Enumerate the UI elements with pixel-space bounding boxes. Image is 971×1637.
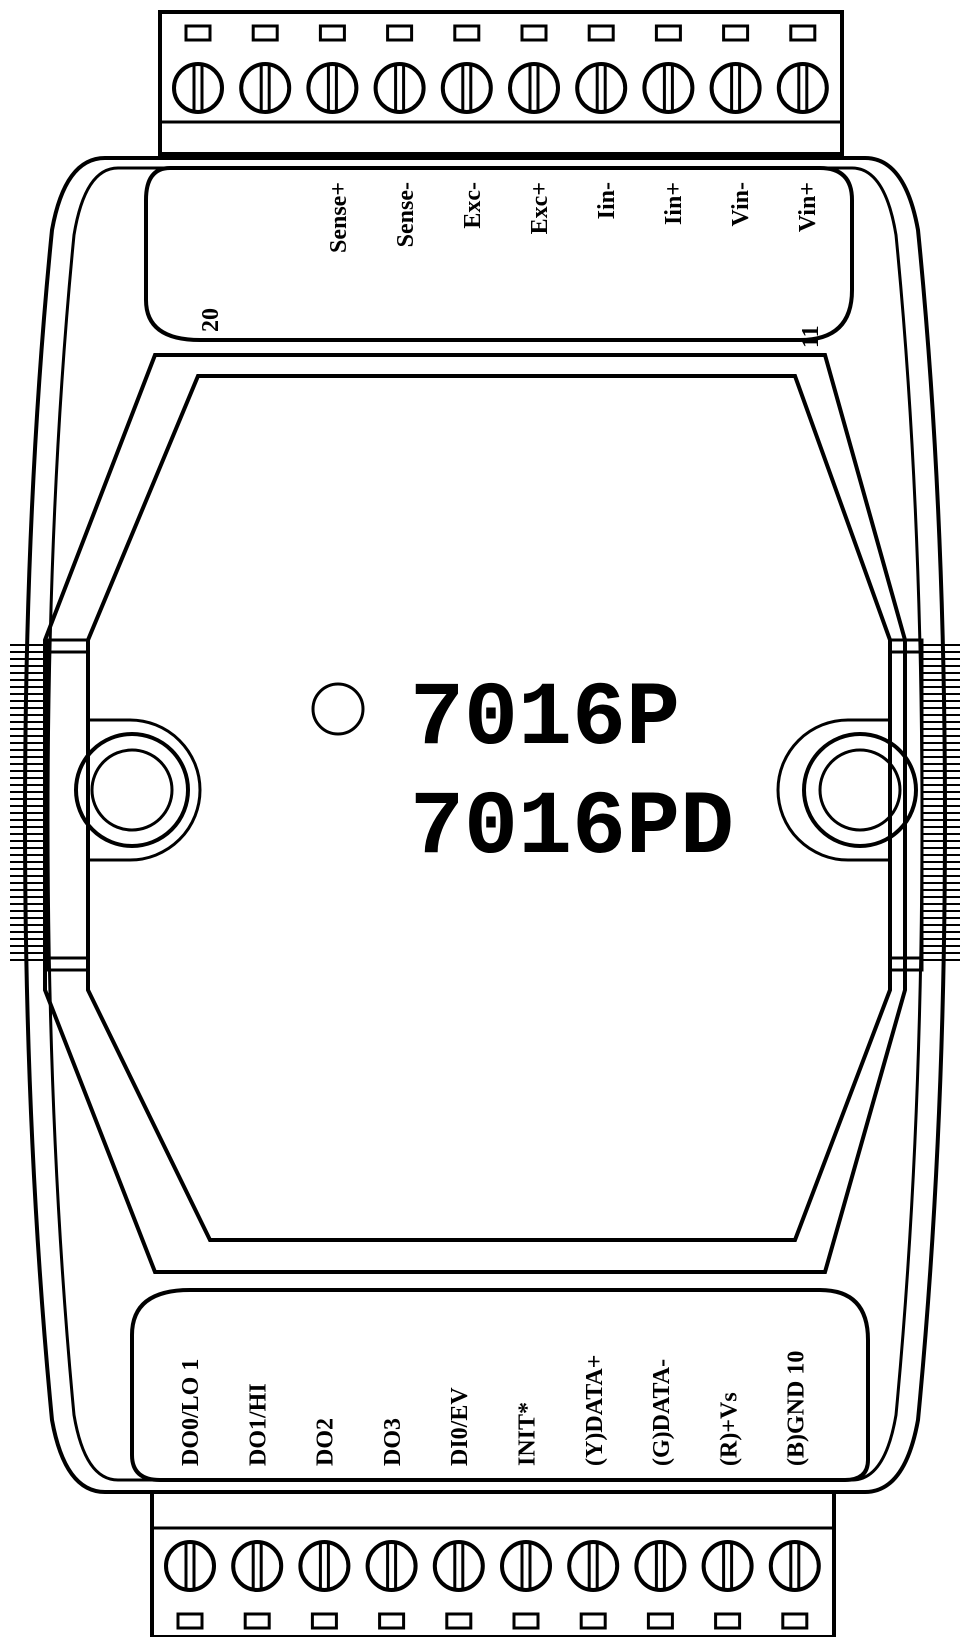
top-terminal-pin-indicator bbox=[789, 24, 817, 42]
left-mount-hole bbox=[90, 748, 174, 832]
top-last-pin-number: 11 bbox=[798, 325, 824, 348]
bottom-pin-labels: DO0/LO 1 DO1/HI DO2 DO3 DI0/EV INIT* (Y)DATA+ (… bbox=[178, 1351, 810, 1466]
right-mount-hole bbox=[818, 748, 902, 832]
top-terminal-screw-icon bbox=[709, 62, 762, 114]
bottom-terminal-screw-icon bbox=[768, 1540, 821, 1592]
top-terminal-screw-icon bbox=[239, 62, 292, 114]
bottom-pin-label: DO1/HI bbox=[245, 1383, 271, 1466]
bottom-terminal-screw-icon bbox=[231, 1540, 284, 1592]
bottom-label-plate bbox=[130, 1288, 870, 1482]
bottom-terminal-pin-indicator bbox=[310, 1612, 338, 1630]
bottom-terminal-pin-indicator bbox=[243, 1612, 271, 1630]
top-pin-label: Iin+ bbox=[661, 182, 687, 225]
right-mounting-hole bbox=[776, 718, 918, 862]
top-terminal-screw-icon bbox=[575, 62, 628, 114]
top-terminal-pin-indicator bbox=[386, 24, 414, 42]
top-terminal-screw-icon bbox=[373, 62, 426, 114]
top-pin-label: Vin+ bbox=[795, 182, 821, 232]
top-terminal-screw-icon bbox=[508, 62, 560, 114]
bottom-pin-label: (G)DATA- bbox=[649, 1359, 675, 1466]
bottom-pin-label: DO0/LO 1 bbox=[178, 1359, 204, 1466]
housing-outer bbox=[22, 156, 948, 1494]
left-mounting-hole bbox=[74, 718, 202, 862]
top-terminal-housing bbox=[158, 10, 844, 156]
bottom-terminal-screw-icon bbox=[432, 1540, 485, 1592]
model-name-secondary: 7016PD bbox=[410, 778, 734, 880]
bottom-terminal-pin-indicator bbox=[646, 1612, 674, 1630]
top-terminal-screw-icon bbox=[440, 62, 493, 114]
left-mount-ring bbox=[74, 732, 190, 848]
right-mount-boss bbox=[776, 718, 890, 862]
bottom-pin-label: (R)+Vs bbox=[716, 1392, 742, 1466]
top-terminal-pin-indicator bbox=[722, 24, 750, 42]
model-name-primary: 7016P bbox=[410, 669, 680, 771]
left-grip-ribs bbox=[10, 644, 48, 961]
bottom-terminal-pin-indicator bbox=[579, 1612, 607, 1630]
top-first-pin-number: 20 bbox=[198, 308, 224, 332]
bottom-terminal-screw-icon bbox=[500, 1540, 552, 1592]
bottom-terminal-pin-indicator bbox=[512, 1612, 540, 1630]
top-terminal-screw-icon bbox=[642, 62, 695, 114]
top-terminal-pin-indicator bbox=[184, 24, 212, 42]
top-screw-row bbox=[172, 24, 829, 114]
bottom-terminal-screw-icon bbox=[298, 1540, 351, 1592]
bottom-pin-label: INIT* bbox=[515, 1402, 541, 1466]
bottom-terminal-pin-indicator bbox=[445, 1612, 473, 1630]
bottom-terminal-pin-indicator bbox=[781, 1612, 809, 1630]
top-terminal-screw-icon bbox=[306, 62, 359, 114]
right-grip-ribs bbox=[922, 644, 960, 961]
bottom-terminal-screw-icon bbox=[567, 1540, 620, 1592]
left-rail bbox=[46, 638, 90, 972]
bottom-terminal-housing bbox=[150, 1490, 836, 1637]
top-terminal-pin-indicator bbox=[520, 24, 548, 42]
top-terminal-block bbox=[158, 10, 844, 156]
bottom-terminal-screw-icon bbox=[365, 1540, 418, 1592]
bottom-terminal-pin-indicator bbox=[176, 1612, 204, 1630]
top-label-plate bbox=[144, 166, 854, 342]
top-terminal-pin-indicator bbox=[654, 24, 682, 42]
status-led bbox=[311, 682, 365, 736]
bottom-pin-label: DO2 bbox=[313, 1418, 339, 1466]
right-mount-ring bbox=[802, 732, 918, 848]
bottom-pin-label: (Y)DATA+ bbox=[582, 1355, 608, 1466]
top-pin-label: Sense- bbox=[393, 182, 419, 247]
bottom-terminal-block bbox=[150, 1490, 836, 1637]
top-pin-label: Vin- bbox=[728, 182, 754, 226]
top-terminal-screw-icon bbox=[776, 62, 829, 114]
bottom-terminal-screw-icon bbox=[164, 1540, 216, 1592]
bottom-terminal-screw-icon bbox=[701, 1540, 754, 1592]
bottom-pin-label: (B)GND 10 bbox=[784, 1351, 810, 1466]
top-pin-label: Exc+ bbox=[527, 182, 553, 234]
top-terminal-pin-indicator bbox=[318, 24, 346, 42]
top-terminal-pin-indicator bbox=[251, 24, 279, 42]
bottom-terminal-pin-indicator bbox=[378, 1612, 406, 1630]
top-terminal-pin-indicator bbox=[453, 24, 481, 42]
left-mount-boss bbox=[88, 718, 202, 862]
bottom-pin-label: DI0/EV bbox=[447, 1387, 473, 1466]
bottom-screw-row bbox=[164, 1540, 821, 1630]
top-terminal-pin-indicator bbox=[587, 24, 615, 42]
top-pin-label: Exc- bbox=[460, 182, 486, 229]
top-terminal-screw-icon bbox=[172, 62, 224, 114]
top-pin-label: Iin- bbox=[594, 182, 620, 219]
top-pin-label: Sense+ bbox=[326, 182, 352, 253]
module-housing bbox=[10, 156, 960, 1494]
bottom-pin-label: DO3 bbox=[380, 1418, 406, 1466]
bottom-terminal-screw-icon bbox=[634, 1540, 687, 1592]
bottom-terminal-pin-indicator bbox=[714, 1612, 742, 1630]
top-pin-labels: 20 11 Sense+ Sense- Exc- Exc+ Iin- Iin+ Vin- Vi… bbox=[198, 182, 824, 348]
